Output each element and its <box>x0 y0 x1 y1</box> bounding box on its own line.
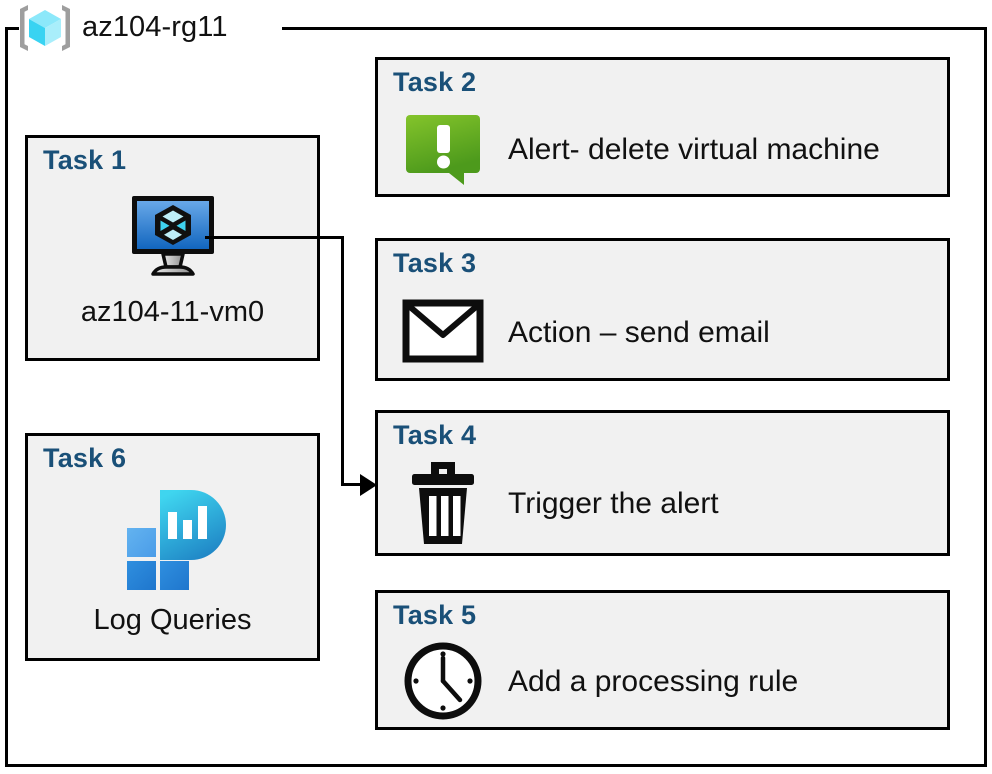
resource-group-frame-bottom <box>5 764 987 767</box>
card-task-2[interactable]: Task 2 Alert- delete virtual machin <box>375 57 950 197</box>
card-task-3-caption: Action – send email <box>508 315 770 349</box>
card-task-3-row: Action – send email <box>400 289 937 375</box>
connector-vm-to-task4-arrowhead <box>360 474 377 496</box>
card-task-4-title: Task 4 <box>393 420 477 450</box>
card-task-4[interactable]: Task 4 Trigger the alert <box>375 410 950 556</box>
envelope-email-icon <box>400 297 486 367</box>
card-task-5-caption: Add a processing rule <box>508 664 799 698</box>
resource-group-header: az104-rg11 <box>14 2 228 54</box>
resource-group-frame-left <box>5 27 8 767</box>
log-analytics-icon <box>28 484 317 596</box>
card-task-3-title: Task 3 <box>393 248 477 278</box>
connector-vm-to-task4-segment-horizontal-bottom <box>341 483 367 486</box>
card-task-5[interactable]: Task 5 Add a processing rule <box>375 590 950 730</box>
connector-vm-to-task4-segment-vertical <box>341 236 344 485</box>
clock-icon <box>400 638 486 724</box>
connector-vm-to-task4-segment-horizontal-top <box>205 236 344 239</box>
card-task-6[interactable]: Task 6 <box>25 433 320 661</box>
card-task-2-title: Task 2 <box>393 67 477 97</box>
card-task-4-caption: Trigger the alert <box>508 486 719 520</box>
resource-group-frame-top-left-stub <box>5 27 19 30</box>
card-task-1[interactable]: Task 1 <box>25 135 320 361</box>
card-task-2-row: Alert- delete virtual machine <box>400 106 937 192</box>
card-task-5-row: Add a processing rule <box>400 637 937 725</box>
resource-group-name: az104-rg11 <box>82 10 228 43</box>
resource-group-icon <box>14 2 76 54</box>
resource-group-frame-right <box>984 27 987 767</box>
card-task-5-title: Task 5 <box>393 600 477 630</box>
trash-bin-delete-icon <box>400 458 486 548</box>
resource-group-frame-top-right <box>282 27 987 30</box>
alert-bubble-exclamation-icon <box>400 109 486 189</box>
card-task-1-caption: az104-11-vm0 <box>80 296 265 328</box>
card-task-1-title: Task 1 <box>43 145 127 175</box>
card-task-2-caption: Alert- delete virtual machine <box>508 132 880 166</box>
card-task-6-title: Task 6 <box>43 443 127 473</box>
card-task-3[interactable]: Task 3 Action – send email <box>375 238 950 381</box>
card-task-4-row: Trigger the alert <box>400 457 937 549</box>
card-task-6-caption: Log Queries <box>93 604 252 636</box>
virtual-machine-icon <box>28 190 317 282</box>
